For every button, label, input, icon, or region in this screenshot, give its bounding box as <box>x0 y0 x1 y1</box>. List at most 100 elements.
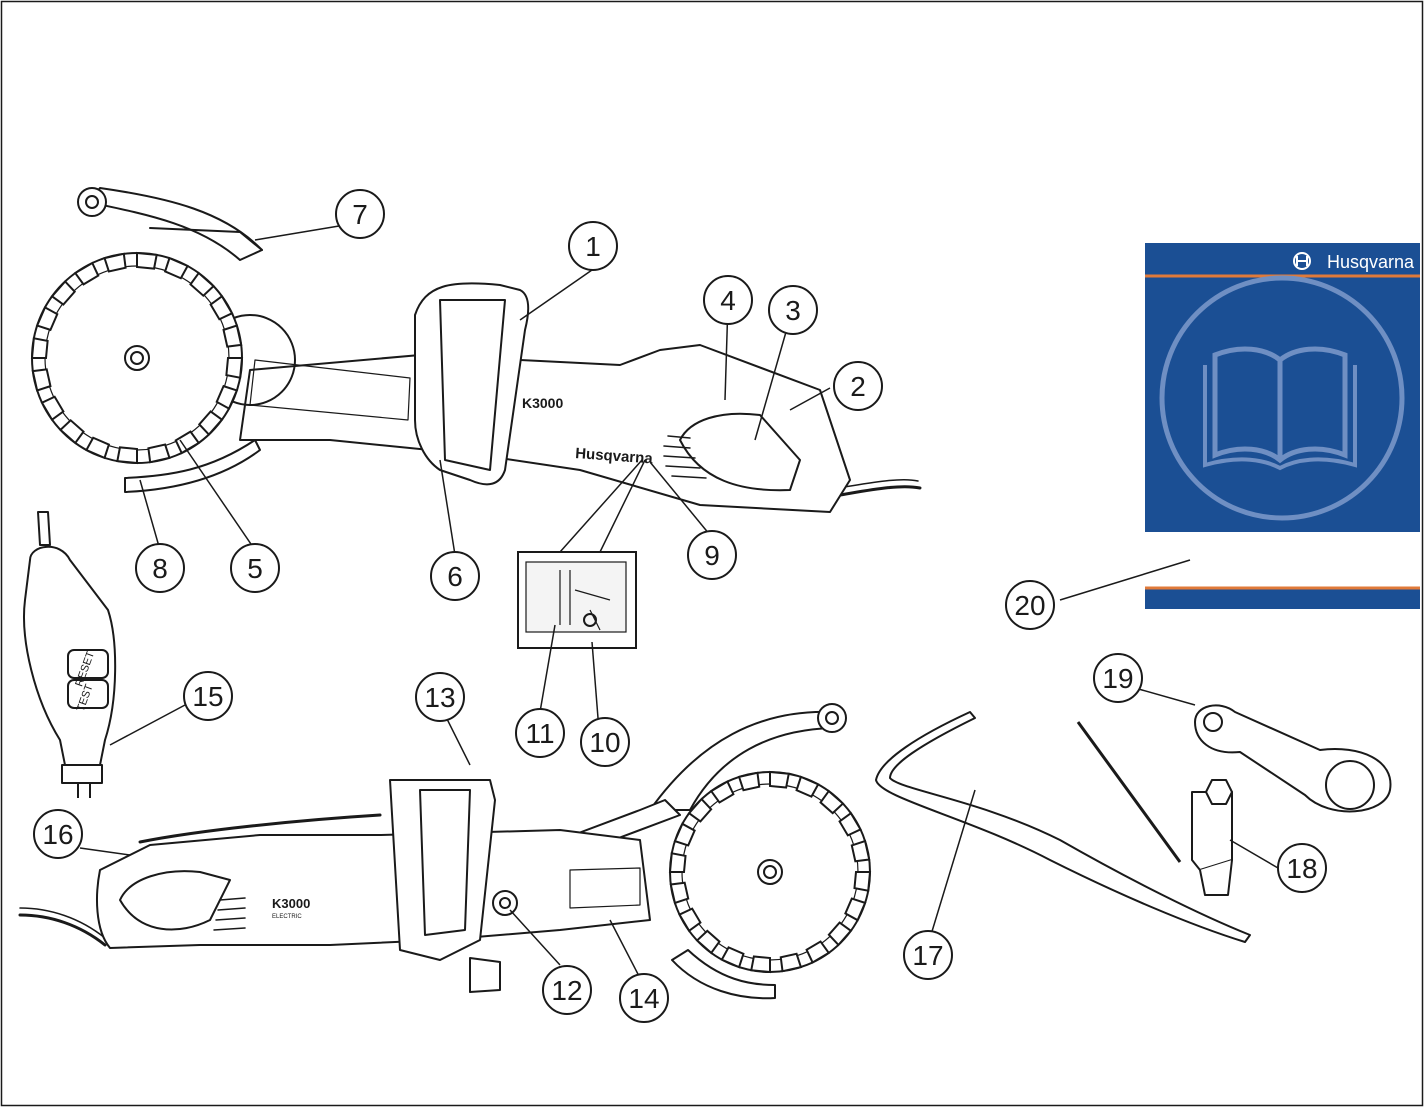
callout-number: 9 <box>704 540 720 571</box>
callout-circle <box>833 361 883 411</box>
upper-brand-label: Husqvarna <box>575 445 654 467</box>
callout-number: 14 <box>628 983 659 1014</box>
blade-segment <box>225 357 244 379</box>
blade-segment <box>687 797 713 823</box>
callout-circle <box>1093 653 1143 703</box>
leader-lines <box>79 224 1279 979</box>
callout-circle <box>230 543 280 593</box>
callout-number: 6 <box>447 561 463 592</box>
leader-line <box>929 789 976 939</box>
callout-number: 15 <box>192 681 223 712</box>
blade-segment <box>737 771 761 792</box>
upper-model-label: K3000 <box>522 395 563 411</box>
callout-circle <box>903 930 953 980</box>
blade-segment <box>209 294 234 321</box>
blade-segment <box>116 446 138 465</box>
callout-circle <box>1005 580 1055 630</box>
blade-segment <box>769 770 790 789</box>
blade-segment <box>750 955 771 974</box>
operator-manual <box>1145 243 1420 609</box>
detail-inset <box>517 459 646 649</box>
callout-circle <box>542 965 592 1015</box>
blade-segment <box>795 775 820 798</box>
blade-segment <box>30 337 49 359</box>
leader-line <box>609 919 641 979</box>
lower-model-sub: ELECTRIC <box>272 914 302 920</box>
leader-line <box>754 317 791 441</box>
leader-line <box>1229 839 1279 869</box>
blade-segment <box>73 261 100 286</box>
callout-circle <box>687 530 737 580</box>
blade-segment <box>709 780 735 804</box>
callout-circle <box>430 551 480 601</box>
callout-circle <box>183 671 233 721</box>
blade-segment <box>85 436 111 460</box>
callout-circle <box>768 285 818 335</box>
lower-blade-segments <box>668 770 872 974</box>
callout-circle <box>568 221 618 271</box>
leader-line <box>591 641 599 719</box>
callout-circle <box>135 543 185 593</box>
callout-number: 8 <box>152 553 168 584</box>
blade-segment <box>147 443 171 464</box>
leader-line <box>254 224 346 241</box>
leader-line <box>439 459 456 556</box>
blade-segment <box>174 430 201 455</box>
callout-number: 7 <box>352 199 368 230</box>
blade-segment <box>844 897 867 922</box>
callout-number: 20 <box>1014 590 1045 621</box>
callout-circle <box>415 672 465 722</box>
blade-segment <box>197 410 224 437</box>
blade-segment <box>805 940 831 964</box>
callout-number: 11 <box>525 718 554 749</box>
callout-circle <box>580 717 630 767</box>
leader-line <box>139 479 161 551</box>
leader-line <box>1134 687 1196 706</box>
leader-line <box>1059 559 1191 601</box>
callout-circle <box>335 189 385 239</box>
callout-circle <box>619 973 669 1023</box>
callout-number: 5 <box>247 553 263 584</box>
blade-segment <box>850 839 871 863</box>
callout-number: 18 <box>1286 853 1317 884</box>
upper-blade-segments <box>30 251 244 465</box>
upper-cutter <box>31 187 922 513</box>
leader-line <box>519 269 593 321</box>
blade-segment <box>189 271 216 298</box>
callout-circle <box>1277 843 1327 893</box>
blade-segment <box>103 252 127 273</box>
leader-line <box>539 624 556 713</box>
blade-wrench <box>1194 704 1392 813</box>
blade-segment <box>136 251 158 270</box>
callout-number: 16 <box>42 819 73 850</box>
blade-segment <box>720 946 745 969</box>
callout-circle <box>33 809 83 859</box>
blade-segment <box>669 881 690 905</box>
blade-segment <box>695 929 721 955</box>
blade-segment <box>668 852 687 873</box>
callout-number: 13 <box>424 682 455 713</box>
blade-segment <box>58 418 85 445</box>
lower-model-label: K3000 <box>272 896 310 911</box>
callout-circle <box>703 275 753 325</box>
callout-number: 3 <box>785 295 801 326</box>
blade-segment <box>35 306 59 332</box>
blade-segment <box>50 279 77 306</box>
lower-cutter <box>18 703 871 1000</box>
combination-wrench <box>1076 721 1233 896</box>
blade-segment <box>673 822 696 847</box>
blade-segment <box>31 368 52 392</box>
blade-segment <box>222 324 243 348</box>
blade-segment <box>40 395 65 422</box>
prcd-device <box>23 511 117 798</box>
blade-segment <box>827 921 853 947</box>
leader-line <box>109 704 186 746</box>
bent-rod-tool <box>875 711 1251 943</box>
callout-number: 4 <box>720 285 736 316</box>
leader-line <box>789 387 831 411</box>
callout-number: 1 <box>585 231 601 262</box>
blade-segment <box>838 811 862 837</box>
